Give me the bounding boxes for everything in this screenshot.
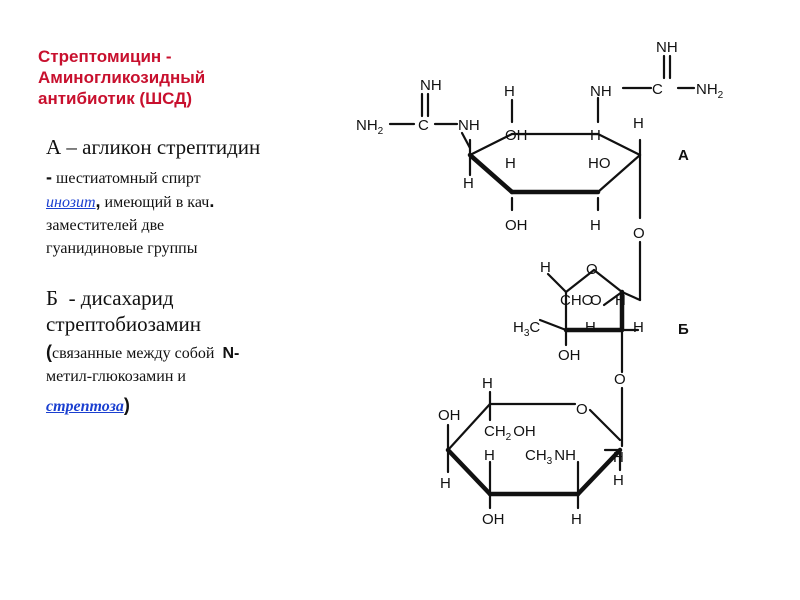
section-a-text-2: имеющий в кач — [100, 194, 210, 211]
o-link-2: O — [614, 371, 626, 388]
oh-c2: OH — [482, 511, 505, 528]
h-a1: H — [504, 83, 515, 100]
h3c-b: H3C — [513, 319, 540, 339]
nh-left-top: NH — [420, 77, 442, 94]
paren-open: ( — [46, 342, 52, 362]
h-c5: H — [613, 472, 624, 489]
section-b-line-2: метил-глюкозамин и — [46, 368, 186, 385]
title-line-1: Стрептомицин - — [38, 47, 172, 66]
h-c2: H — [440, 475, 451, 492]
h-b2: H — [615, 292, 626, 309]
section-b-heading: Б - дисахарид — [46, 285, 356, 311]
oh-a2: OH — [505, 217, 528, 234]
section-a-heading: А – агликон стрептидин — [46, 135, 261, 159]
cho-b: CHO — [560, 292, 593, 309]
c-left: C — [418, 117, 429, 134]
section-a-text: А – агликон стрептидин - шестиатомный сп… — [46, 134, 346, 260]
h-b1: H — [540, 259, 551, 276]
slide-title: Стрептомицин - Аминогликозидный антибиот… — [38, 46, 338, 109]
section-b-heading-rest: - дисахарид — [58, 286, 174, 310]
h-a4: H — [463, 175, 474, 192]
section-a-line-4: гуанидиновые группы — [46, 240, 198, 257]
section-b-text: Б - дисахарид стрептобиозамин (связанные… — [46, 285, 356, 418]
h-c1: H — [482, 375, 493, 392]
oh-a1: OH — [505, 127, 528, 144]
n-prefix: N- — [222, 345, 240, 362]
h-a5: H — [505, 155, 516, 172]
section-a-dash: - — [46, 167, 52, 187]
label-b: Б — [678, 321, 689, 338]
h-c4: H — [613, 449, 624, 466]
c-right: C — [652, 81, 663, 98]
nh2-left: NH2 — [356, 117, 384, 137]
section-a-line-2: инозит, имеющий в кач. — [46, 190, 346, 214]
nh-right-top: NH — [656, 39, 678, 56]
section-b-heading-2: стрептобиозамин — [46, 312, 202, 336]
o-c-ring: O — [576, 401, 588, 418]
h-a6: H — [590, 217, 601, 234]
dot: . — [209, 191, 215, 211]
section-b-letter: Б — [46, 286, 59, 310]
nh-right: NH — [590, 83, 612, 100]
h-c6: H — [571, 511, 582, 528]
title-line-2: Аминогликозидный — [38, 68, 206, 87]
oh-b: OH — [558, 347, 581, 364]
section-b-line-3: стрептоза) — [46, 394, 356, 418]
section-a-text-1: шестиатомный спирт — [52, 170, 201, 187]
section-b-line-1: (связанные между собой N- — [46, 341, 356, 365]
nh2-right: NH2 — [696, 81, 724, 101]
section-a-line-1: - шестиатомный спирт — [46, 166, 346, 190]
h-c3: H — [484, 447, 495, 464]
o-link-1: O — [633, 225, 645, 242]
o-b-ring: O — [586, 261, 598, 278]
h-b3: H — [585, 319, 596, 336]
h-b4: H — [633, 319, 644, 336]
paren-close: ) — [123, 395, 130, 415]
ho-a: HO — [588, 155, 611, 172]
h-a2: H — [590, 127, 601, 144]
nh-left: NH — [458, 117, 480, 134]
streptoza-link[interactable]: стрептоза — [46, 398, 124, 415]
oh-c1: OH — [438, 407, 461, 424]
section-b-text-1: связанные между собой — [52, 345, 223, 362]
o-b: O — [590, 292, 602, 309]
comma: , — [95, 191, 101, 211]
inozit-link[interactable]: инозит — [46, 194, 96, 211]
title-line-3: антибиотик (ШСД) — [38, 89, 192, 108]
label-a: А — [678, 147, 689, 164]
h-a3: H — [633, 115, 644, 132]
section-a-line-3: заместителей две — [46, 217, 165, 234]
